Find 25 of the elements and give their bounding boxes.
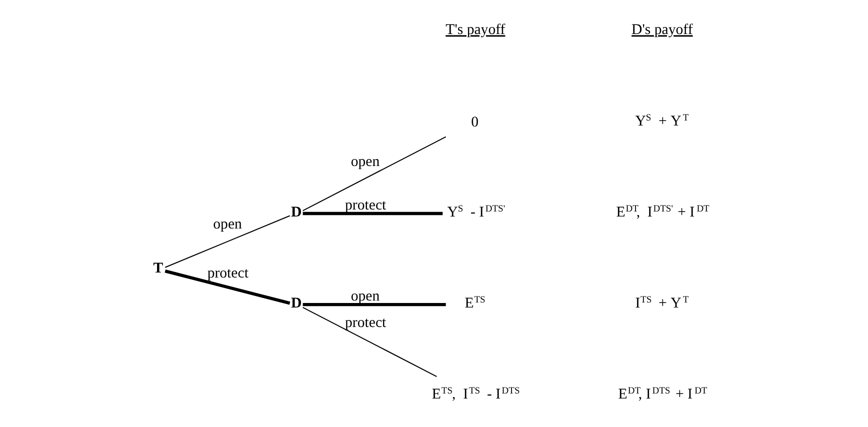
label: Y$^{S}$ + Y$^{T}$: [635, 113, 689, 130]
edge-label: open: [213, 216, 242, 233]
connector: [164, 215, 290, 268]
node-text: E$^{TS}$, I$^{TS}$ - I$^{DTS}$: [432, 386, 520, 403]
label: E$^{DT}$, I$^{DTS'}$ + I$^{DT}$: [616, 204, 710, 220]
label: I$^{TS}$ + Y$^{T}$: [635, 295, 689, 312]
node-text: E$^{TS}$: [464, 295, 486, 312]
edge-label: protect: [207, 265, 248, 282]
connector: [302, 212, 443, 216]
node-text: D: [291, 295, 302, 312]
node-text: 0: [471, 114, 478, 130]
connector: [302, 306, 437, 378]
edge-label: protect: [345, 315, 386, 332]
label: D's payoff: [632, 22, 693, 38]
edge-label: open: [350, 154, 380, 170]
connector: [164, 270, 290, 305]
node-text: D: [291, 204, 302, 220]
edge-label: open: [350, 288, 380, 305]
connector: [302, 303, 446, 306]
label: T's payoff: [446, 22, 506, 38]
label: E$^{DT}$, I$^{DTS}$ + I$^{DT}$: [618, 386, 708, 403]
connector: [302, 136, 446, 212]
edge-label: protect: [345, 197, 386, 214]
node-text: T: [153, 260, 164, 276]
node-text: Y$^{S}$ - I$^{DTS'}$: [447, 204, 506, 220]
